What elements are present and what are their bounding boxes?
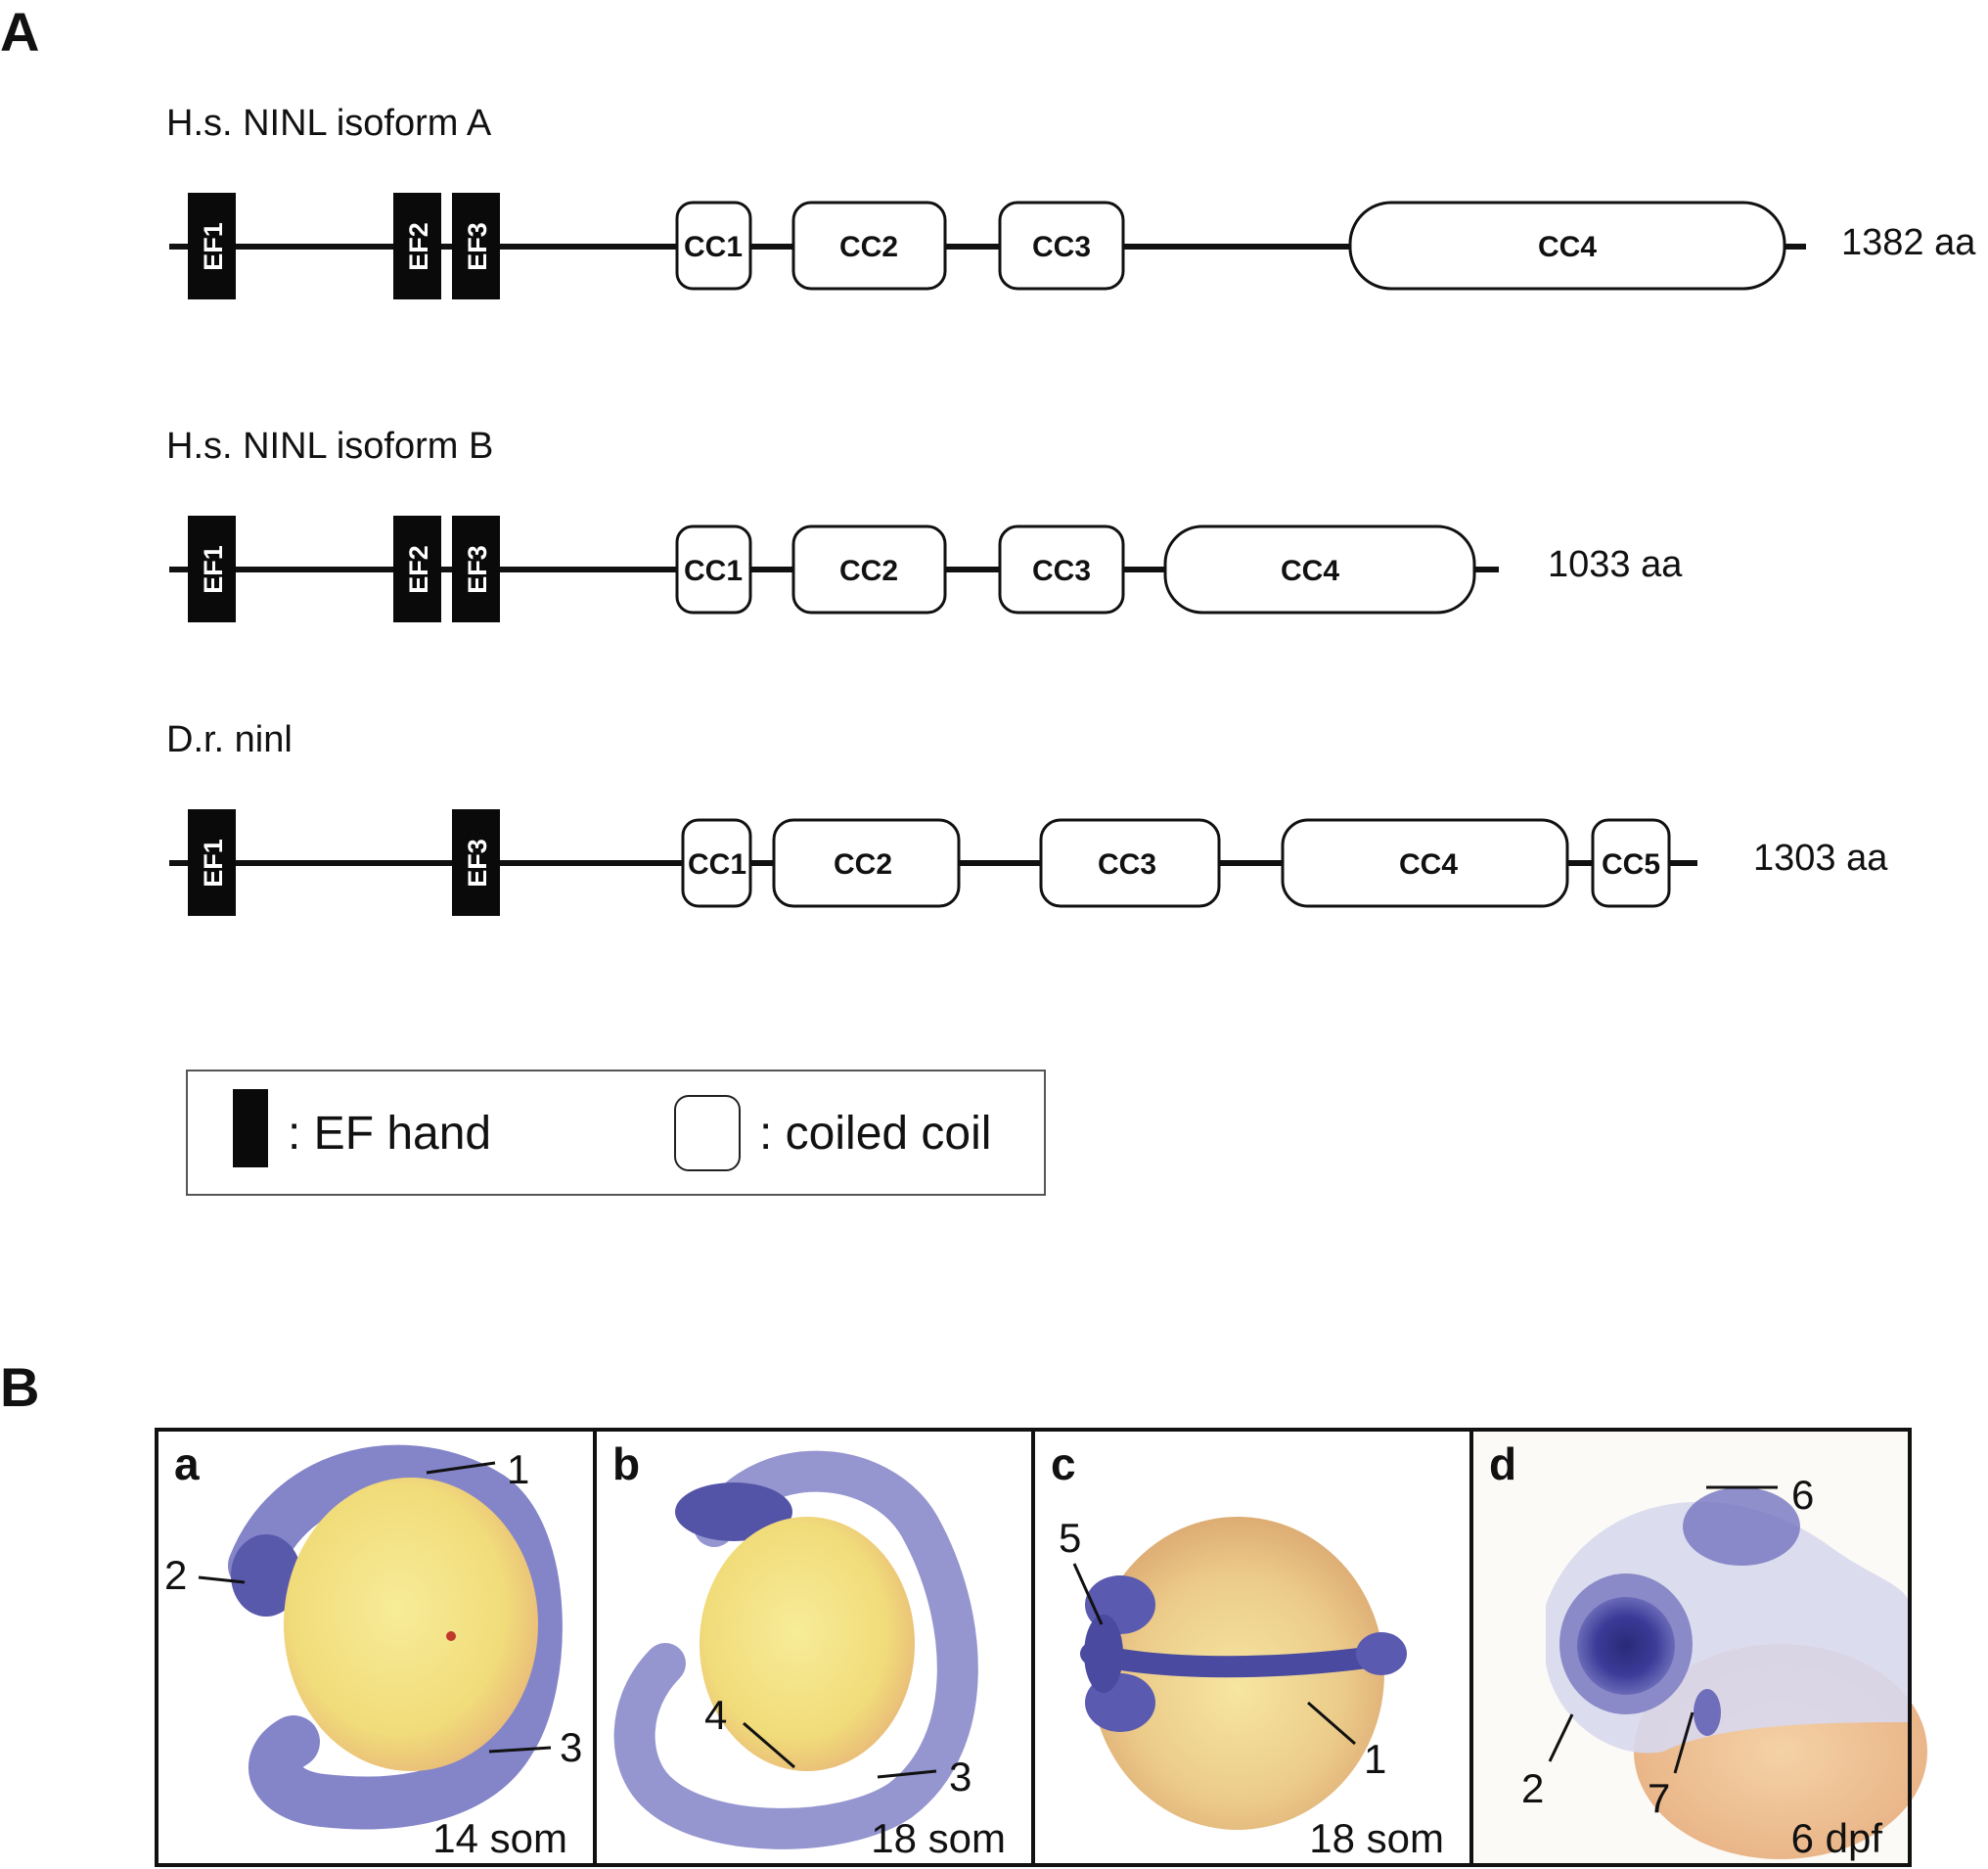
callout-number: 2 — [1521, 1765, 1544, 1811]
track-title: H.s. NINL isoform B — [166, 426, 493, 467]
embryo-image — [1080, 1517, 1407, 1830]
track-isoform-b: H.s. NINL isoform B EF1 EF2 EF3 CC1 CC2 … — [166, 426, 1683, 622]
svg-text:CC2: CC2 — [839, 231, 898, 263]
svg-text:CC4: CC4 — [1538, 231, 1597, 263]
coiled-coil-domain: CC1 — [681, 818, 752, 908]
track-zebrafish-ninl: D.r. ninl EF1 EF3 CC1 CC2 CC3 CC4 CC5 — [166, 719, 1888, 916]
subpanel-c: c 5 1 18 som — [1033, 1430, 1471, 1865]
coiled-coil-domain: CC1 — [675, 201, 752, 291]
ef-hand-domain: EF3 — [452, 516, 500, 622]
stage-label: 18 som — [1309, 1815, 1444, 1861]
callout-number: 2 — [164, 1552, 187, 1598]
coiled-coil-domain: CC5 — [1591, 818, 1671, 908]
svg-text:EF1: EF1 — [199, 545, 228, 594]
ef-hand-domain: EF2 — [393, 516, 441, 622]
embryo-image — [228, 1444, 563, 1830]
track-isoform-a: H.s. NINL isoform A EF1 EF2 EF3 CC1 CC2 … — [166, 103, 1976, 299]
callout-line — [198, 1575, 246, 1584]
embryo-image — [613, 1450, 978, 1849]
svg-text:CC2: CC2 — [839, 555, 898, 587]
protein-length: 1382 aa — [1841, 222, 1976, 263]
callout-line — [426, 1461, 496, 1475]
svg-text:CC5: CC5 — [1602, 848, 1660, 881]
panel-b-letter: B — [0, 1356, 39, 1418]
track-title: H.s. NINL isoform A — [166, 103, 492, 144]
ef-hand-domain: EF3 — [452, 809, 500, 916]
coiled-coil-domain: CC3 — [998, 524, 1125, 615]
callout-line — [1307, 1701, 1356, 1746]
stage-label: 18 som — [871, 1815, 1006, 1861]
domain-legend: : EF hand : coiled coil — [186, 1070, 1046, 1196]
callout-number: 4 — [704, 1692, 727, 1738]
callout-line — [488, 1746, 552, 1754]
subpanel-letter: b — [612, 1438, 640, 1489]
stage-label: 6 dpf — [1791, 1815, 1883, 1861]
coiled-coil-domain: CC2 — [791, 524, 947, 615]
svg-text:EF3: EF3 — [463, 222, 492, 271]
ef-hand-domain: EF1 — [188, 193, 236, 299]
callout-number: 5 — [1059, 1515, 1081, 1561]
svg-text:EF2: EF2 — [404, 545, 433, 594]
svg-text:EF1: EF1 — [199, 222, 228, 271]
ef-hand-legend-label: : EF hand — [288, 1108, 491, 1160]
coiled-coil-legend-label: : coiled coil — [759, 1108, 991, 1160]
svg-text:CC1: CC1 — [684, 231, 743, 263]
callout-number: 3 — [949, 1754, 971, 1800]
subpanel-a: a 1 2 3 14 som — [157, 1430, 595, 1865]
coiled-coil-domain: CC3 — [1039, 818, 1221, 908]
stage-label: 14 som — [432, 1815, 567, 1861]
protein-length: 1303 aa — [1753, 838, 1888, 879]
svg-text:CC4: CC4 — [1281, 555, 1339, 587]
svg-text:CC1: CC1 — [688, 848, 746, 881]
callout-line — [877, 1769, 937, 1779]
svg-text:EF2: EF2 — [404, 222, 433, 271]
callout-number: 3 — [560, 1724, 582, 1770]
panel-a-letter: A — [0, 1, 39, 63]
callout-number: 1 — [1364, 1736, 1386, 1782]
svg-text:CC2: CC2 — [834, 848, 892, 881]
ef-hand-domain: EF3 — [452, 193, 500, 299]
subpanel-b: b 4 3 18 som — [595, 1430, 1033, 1865]
svg-text:CC3: CC3 — [1032, 555, 1091, 587]
callout-line — [1548, 1713, 1574, 1762]
svg-text:CC4: CC4 — [1399, 848, 1458, 881]
subpanel-letter: d — [1489, 1438, 1516, 1489]
callout-line — [1072, 1563, 1104, 1625]
subpanel-letter: a — [174, 1438, 200, 1489]
track-title: D.r. ninl — [166, 719, 293, 760]
callout-line — [1673, 1711, 1694, 1774]
callout-line — [743, 1721, 795, 1769]
subpanel-letter: c — [1051, 1438, 1076, 1489]
coiled-coil-domain: CC3 — [998, 201, 1125, 291]
larva-image — [1546, 1487, 1927, 1859]
ef-hand-swatch — [233, 1089, 268, 1167]
coiled-coil-domain: CC4 — [1348, 201, 1786, 291]
svg-text:EF1: EF1 — [199, 839, 228, 888]
ef-hand-domain: EF1 — [188, 809, 236, 916]
coiled-coil-domain: CC1 — [675, 524, 752, 615]
callout-number: 7 — [1648, 1775, 1670, 1821]
coiled-coil-domain: CC4 — [1281, 818, 1569, 908]
svg-text:EF3: EF3 — [463, 839, 492, 888]
callout-number: 6 — [1791, 1472, 1814, 1518]
ef-hand-domain: EF1 — [188, 516, 236, 622]
coiled-coil-domain: CC4 — [1163, 524, 1476, 615]
coiled-coil-domain: CC2 — [772, 818, 961, 908]
svg-text:CC3: CC3 — [1098, 848, 1156, 881]
svg-text:CC1: CC1 — [684, 555, 743, 587]
svg-text:CC3: CC3 — [1032, 231, 1091, 263]
svg-text:EF3: EF3 — [463, 545, 492, 594]
callout-number: 1 — [507, 1446, 529, 1492]
coiled-coil-swatch — [674, 1095, 741, 1171]
subpanel-d: d 6 2 7 6 dpf — [1471, 1430, 1927, 1865]
ef-hand-domain: EF2 — [393, 193, 441, 299]
protein-length: 1033 aa — [1548, 544, 1683, 585]
panel-b-frame — [155, 1428, 1912, 1867]
coiled-coil-domain: CC2 — [791, 201, 947, 291]
